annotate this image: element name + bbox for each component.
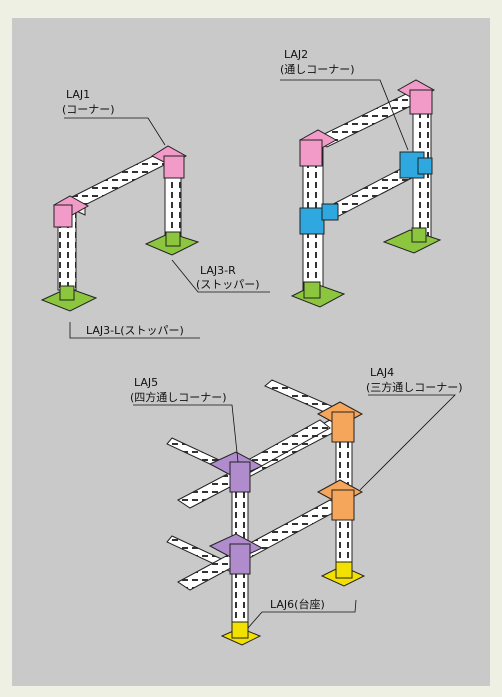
diagram-panel: [12, 18, 490, 686]
laj3r-name-label: (ストッパー): [196, 278, 260, 291]
laj5-code-label: LAJ5: [134, 376, 158, 389]
laj2-code-label: LAJ2: [284, 48, 308, 61]
angle-frame-tee-icon: [290, 79, 442, 308]
laj1-name-label: (コーナー): [62, 103, 115, 116]
laj4-code-label: LAJ4: [370, 366, 394, 379]
leader-lines: [64, 79, 456, 629]
laj6-label: LAJ6(台座): [270, 597, 325, 611]
laj2-name-label: (通しコーナー): [280, 63, 355, 76]
laj3l-label: LAJ3-L(ストッパー): [86, 324, 184, 337]
laj4-name-label: (三方通しコーナー): [366, 380, 463, 394]
laj3r-code-label: LAJ3-R: [200, 264, 236, 277]
angle-frame-cross-icon: [166, 379, 366, 646]
laj1-code-label: LAJ1: [66, 88, 90, 101]
laj5-name-label: (四方通しコーナー): [130, 390, 227, 404]
angle-frame-corner-icon: [40, 145, 200, 312]
